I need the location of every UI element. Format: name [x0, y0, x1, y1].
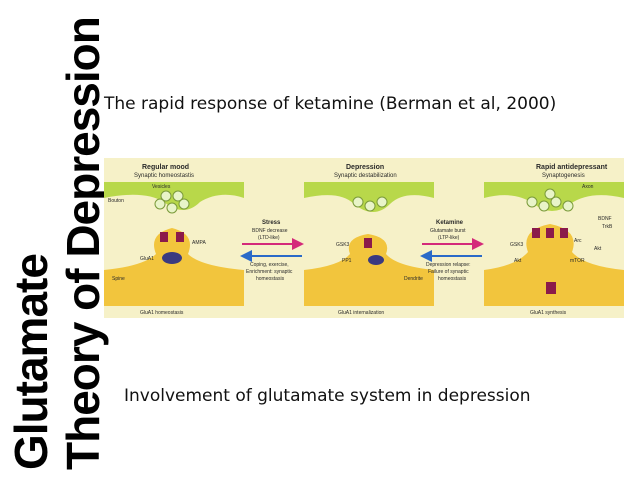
spine-shape [104, 228, 244, 306]
spine-label: Spine [112, 276, 125, 282]
coping-line1: Coping, exercise, [250, 262, 289, 268]
arc-label: Arc [574, 238, 582, 244]
coping-line2: Enrichment: synaptic [246, 269, 293, 275]
ketamine-sub2: (LTP-like) [438, 235, 460, 241]
bouton-shape [304, 182, 434, 212]
vesicle [376, 196, 388, 208]
vesicle [562, 200, 574, 212]
axon-label: Axon [582, 184, 594, 190]
bouton-label: Bouton [108, 198, 124, 204]
vesicle [172, 190, 184, 202]
title-line-1: Glutamate [5, 254, 57, 470]
gsk3-label: GSK3 [510, 242, 524, 248]
panel1-title: Regular mood [142, 164, 189, 171]
panel3-title: Rapid antidepressant [536, 164, 608, 171]
arrow-stress: Stress BDNF decrease (LTD-like) Coping, … [240, 220, 304, 282]
panel2-footer: GluA1 internalization [338, 310, 384, 316]
top-caption: The rapid response of ketamine (Berman e… [104, 94, 557, 114]
stress-sub2: (LTD-like) [258, 235, 280, 241]
pp1-label: PP1 [342, 258, 352, 264]
ampa-receptor [546, 282, 556, 294]
dendrite-label: Dendrite [404, 276, 423, 282]
ketamine-title: Ketamine [436, 220, 464, 226]
vesicle [544, 188, 556, 200]
vesicle [550, 196, 562, 208]
panel1-footer: GluA1 homeostasis [140, 310, 184, 316]
vesicle [364, 200, 376, 212]
ampa-label: AMPA [192, 240, 206, 246]
vesicle [160, 190, 172, 202]
panel3-subtitle: Synaptogenesis [542, 173, 585, 179]
panel2-subtitle: Synaptic destabilization [334, 173, 397, 179]
glua1-label: GluA1 [140, 256, 154, 262]
panel3-footer: GluA1 synthesis [530, 310, 567, 316]
vesicle [538, 200, 550, 212]
stress-sub1: BDNF decrease [252, 228, 288, 234]
figure-svg: Regular mood Synaptic homeostastis Vesic… [104, 158, 624, 318]
spine-shape [304, 234, 434, 306]
vesicle [166, 202, 178, 214]
ampa-receptor [546, 228, 554, 238]
vesicle [352, 196, 364, 208]
ketamine-sub1: Glutamate burst [430, 228, 466, 234]
akt-label: Akt [594, 246, 602, 252]
ketamine-mechanism-figure: Regular mood Synaptic homeostastis Vesic… [104, 158, 624, 318]
relapse-line2: Failure of synaptic [428, 269, 469, 275]
ampa-receptor [560, 228, 568, 238]
vesicle [526, 196, 538, 208]
ampa-receptor [364, 238, 372, 248]
glua1-cluster [162, 252, 182, 264]
ampa-receptor [532, 228, 540, 238]
akt2-label: Akt [514, 258, 522, 264]
ampa-receptor [176, 232, 184, 242]
mtor-label: mTOR [570, 258, 585, 264]
stress-title: Stress [262, 220, 281, 226]
coping-line3: homeostasis [256, 276, 285, 282]
panel2-title: Depression [346, 164, 384, 171]
vertical-slide-title: Glutamate Theory of Depression [0, 0, 110, 479]
ampa-receptor [160, 232, 168, 242]
panel-regular-mood: Regular mood Synaptic homeostastis Vesic… [104, 164, 244, 316]
vesicle [154, 198, 166, 210]
panel1-subtitle: Synaptic homeostastis [134, 173, 194, 179]
bottom-caption: Involvement of glutamate system in depre… [124, 386, 531, 406]
spine-shape [484, 224, 624, 306]
relapse-line3: homeostasis [438, 276, 467, 282]
glua1-cluster [368, 255, 384, 265]
arrow-ketamine: Ketamine Glutamate burst (LTP-like) Depr… [420, 220, 484, 282]
relapse-line1: Depression relapse: [426, 262, 470, 268]
bdnf-label: BDNF [598, 216, 612, 222]
trkb-label: TrkB [602, 224, 613, 230]
panel-rapid-antidepressant: Rapid antidepressant Synaptogenesis Axon… [484, 164, 624, 316]
panel-depression: Depression Synaptic destabilization GSK3… [304, 164, 434, 316]
vesicles-label: Vesicles [152, 184, 171, 190]
vesicle [178, 198, 190, 210]
gsk3-label: GSK3 [336, 242, 350, 248]
title-line-2: Theory of Depression [57, 17, 109, 470]
